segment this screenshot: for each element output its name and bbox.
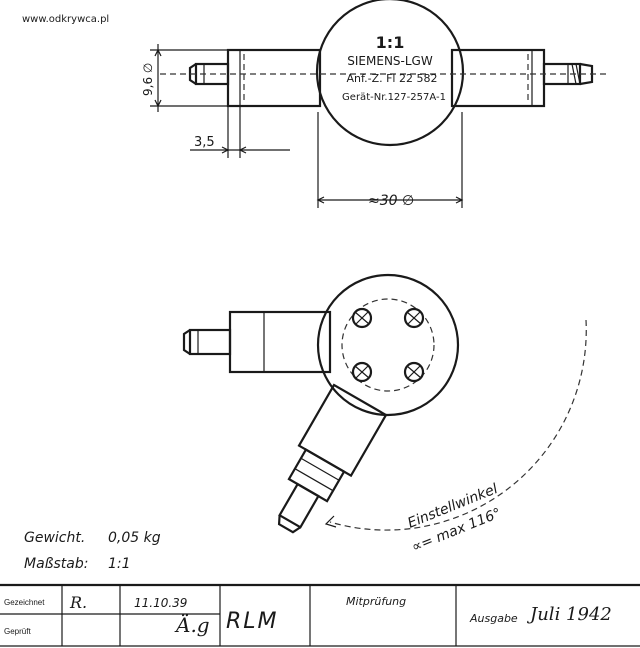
issue-label: Ausgabe (469, 612, 518, 625)
shaft-diameter-dimension: 9,6 ∅ (141, 63, 155, 96)
lower-view: Einstellwinkel ∝= max 116° (182, 273, 587, 556)
body-diameter-dimension: ≈30 ∅ (368, 193, 414, 209)
watermark: www.odkrywca.pl (22, 14, 109, 25)
lower-left-shaft (228, 310, 332, 374)
screw-bottom-left (351, 361, 373, 383)
drawn-date: 11.10.39 (134, 596, 187, 610)
issue-value: Juli 1942 (526, 604, 612, 625)
screw-top-left (351, 307, 373, 329)
checked-label: Geprüft (4, 627, 31, 636)
cocheck-label: Mitprüfung (346, 595, 406, 608)
right-shaft-body (450, 48, 546, 108)
drawn-label: Gezeichnet (4, 598, 45, 607)
device-number-marking: Gerät-Nr.127-257A-1 (342, 92, 446, 103)
signature: Ä.g (174, 613, 210, 637)
swing-arc (329, 319, 587, 531)
title-block: Gezeichnet R. 11.10.39 Geprüft Ä.g RLM M… (0, 583, 640, 647)
org-label: RLM (226, 609, 279, 634)
scale-value: 1:1 (108, 556, 131, 572)
left-shaft-body (226, 48, 322, 108)
angled-shaft-collar (287, 448, 346, 503)
offset-dimension: 3,5 (194, 135, 215, 150)
lower-head-circle (316, 273, 460, 417)
maker-marking: SIEMENS-LGW (347, 54, 433, 68)
lower-left-pin (188, 328, 232, 356)
screw-top-right (403, 307, 425, 329)
main-body-circle (315, 0, 465, 147)
screw-bottom-right (403, 361, 425, 383)
top-view: 1:1 SIEMENS-LGW Anf.-Z. Fl 22 582 Gerät-… (141, 0, 610, 209)
scale-marking: 1:1 (376, 33, 405, 52)
scale-label: Maßstab: (24, 556, 88, 572)
drawing-number-marking: Anf.-Z. Fl 22 582 (347, 72, 438, 85)
weight-label: Gewicht. (24, 530, 85, 546)
drawn-initials: R. (69, 593, 87, 612)
weight-value: 0,05 kg (108, 530, 161, 546)
angled-pin (278, 482, 320, 529)
